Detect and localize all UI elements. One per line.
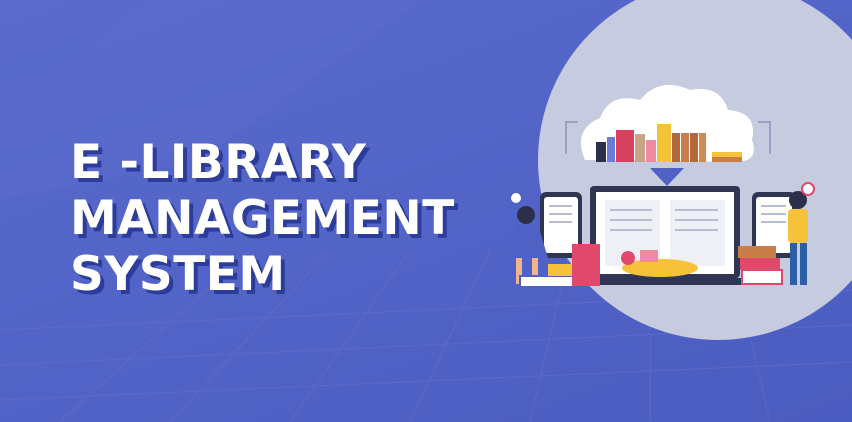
book-stack-icon	[738, 246, 783, 285]
person-icon	[788, 182, 815, 285]
title-line-3: SYSTEM	[70, 247, 286, 302]
tablet-icon	[752, 192, 796, 258]
background-circle	[538, 0, 852, 340]
title-line-1: E -LIBRARY	[70, 135, 367, 190]
download-arrow-icon	[650, 168, 684, 186]
books-icon	[596, 124, 742, 162]
title-line-2: MANAGEMENT	[70, 191, 455, 246]
tablet-icon	[540, 192, 582, 258]
page-title: E -LIBRARY MANAGEMENT SYSTEM	[70, 135, 455, 303]
book-stack-icon	[519, 244, 600, 288]
person-icon	[508, 191, 548, 284]
person-icon	[621, 250, 698, 277]
